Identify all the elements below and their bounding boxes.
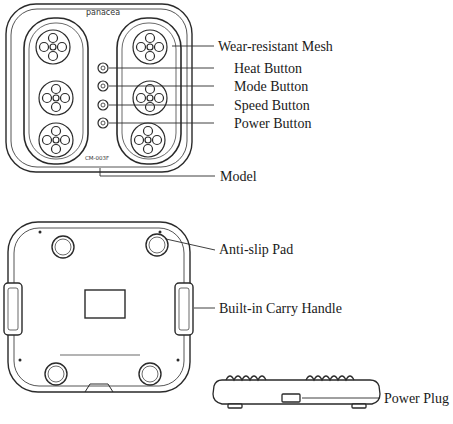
roller-node xyxy=(153,136,162,145)
callout-label: Built-in Carry Handle xyxy=(219,302,342,316)
model-number: CM-003F xyxy=(85,156,109,162)
roller-node xyxy=(52,145,61,154)
callout-label: Mode Button xyxy=(234,80,308,94)
roller-node xyxy=(53,137,59,143)
roller-node xyxy=(49,34,58,43)
massage-roller xyxy=(131,123,165,157)
callout-label: Wear-resistant Mesh xyxy=(218,40,333,54)
callout-label: Power Plug xyxy=(384,392,449,406)
massage-roller xyxy=(133,30,167,64)
roller-node xyxy=(52,85,61,94)
massage-roller xyxy=(39,123,73,157)
roller-node xyxy=(135,136,144,145)
roller-node xyxy=(61,136,70,145)
roller-node xyxy=(52,103,61,112)
roller-node xyxy=(61,94,70,103)
roller-node xyxy=(145,137,151,143)
roller-node xyxy=(58,43,67,52)
roller-node xyxy=(50,44,56,50)
roller-node xyxy=(43,136,52,145)
roller-node xyxy=(146,52,155,61)
roller-node xyxy=(155,43,164,52)
roller-node xyxy=(147,44,153,50)
callout-label: Heat Button xyxy=(234,62,302,76)
roller-node xyxy=(137,43,146,52)
roller-node xyxy=(144,127,153,136)
roller-node xyxy=(147,95,153,101)
roller-node xyxy=(137,94,146,103)
callout-label: Speed Button xyxy=(234,99,310,113)
roller-node xyxy=(53,95,59,101)
roller-node xyxy=(52,127,61,136)
roller-node xyxy=(144,145,153,154)
brand-logo: panacea xyxy=(86,9,120,17)
massage-roller xyxy=(39,81,73,115)
roller-node xyxy=(146,103,155,112)
callout-label: Model xyxy=(220,170,257,184)
roller-node xyxy=(43,94,52,103)
roller-node xyxy=(155,94,164,103)
callout-label: Anti-slip Pad xyxy=(219,243,293,257)
callout-label: Power Button xyxy=(234,117,311,131)
roller-node xyxy=(49,52,58,61)
massage-roller xyxy=(36,30,70,64)
roller-node xyxy=(146,34,155,43)
roller-node xyxy=(40,43,49,52)
